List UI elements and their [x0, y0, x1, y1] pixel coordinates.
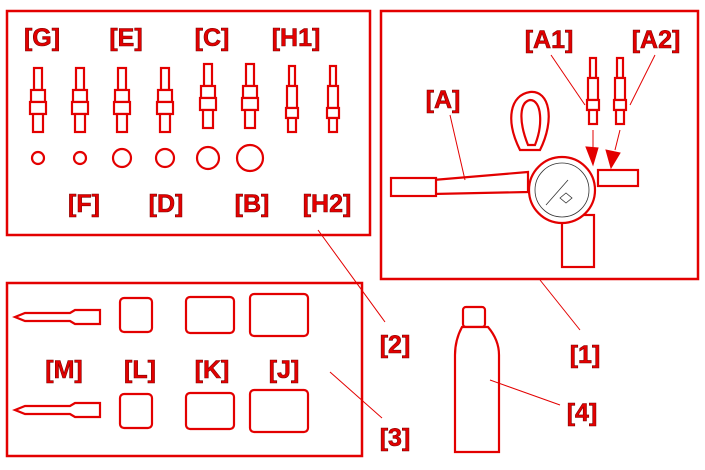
- pressure-gauge: [389, 90, 640, 269]
- label-k: [K]: [195, 356, 230, 384]
- label-j: [J]: [269, 356, 300, 384]
- label-1: [1]: [570, 341, 601, 369]
- adapter-set-box: [5, 9, 372, 237]
- label-2: [2]: [380, 331, 411, 359]
- label-a: [A]: [426, 86, 461, 114]
- tool-set-box: [5, 281, 364, 458]
- fluid-bottle: [453, 305, 501, 454]
- o-rings: [30, 143, 265, 173]
- label-d: [D]: [149, 190, 184, 218]
- label-c: [C]: [195, 24, 230, 52]
- gauge-set-box: [379, 9, 700, 281]
- leader-lines: [317, 54, 656, 419]
- tool-pieces: [13, 292, 310, 434]
- label-m: [M]: [45, 356, 82, 384]
- label-b: [B]: [235, 190, 270, 218]
- label-h1: [H1]: [272, 24, 321, 52]
- label-g: [G]: [24, 24, 60, 52]
- label-l: [L]: [124, 356, 156, 384]
- label-a1: [A1]: [525, 26, 574, 54]
- gauge-adapters: [585, 56, 628, 170]
- label-e: [E]: [109, 24, 142, 52]
- label-f: [F]: [68, 190, 100, 218]
- label-4: [4]: [567, 399, 598, 427]
- label-h2: [H2]: [303, 190, 352, 218]
- label-a2: [A2]: [632, 26, 681, 54]
- label-3: [3]: [380, 424, 411, 452]
- adapter-fittings: [28, 62, 341, 134]
